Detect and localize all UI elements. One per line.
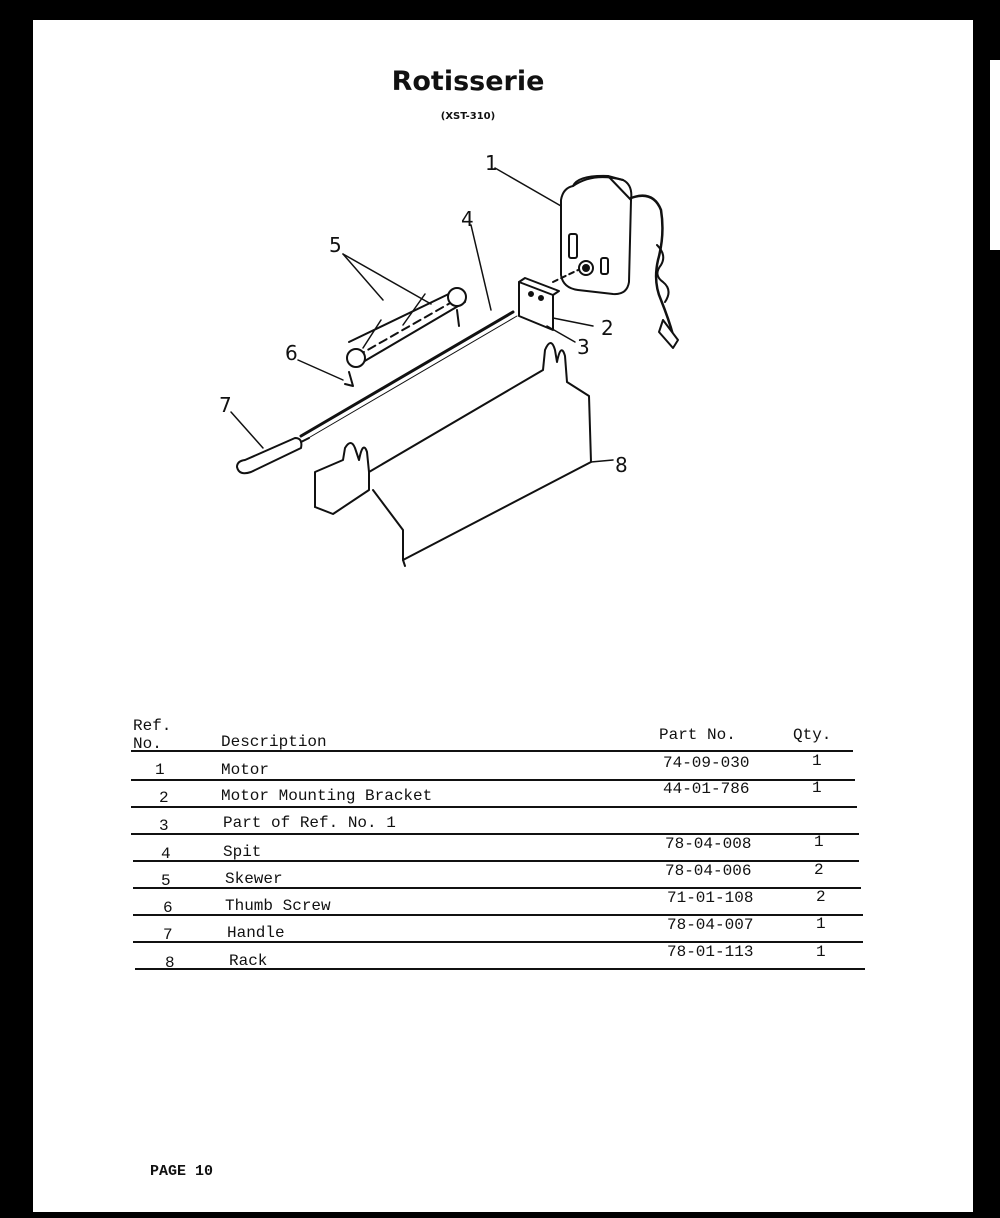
description-header: Description (221, 733, 327, 751)
row-2-rule (131, 806, 857, 808)
row-6-part-no: 71-01-108 (667, 889, 754, 907)
callout-2: 2 (601, 316, 614, 340)
handle-part (236, 437, 310, 475)
row-2-ref: 2 (159, 789, 169, 807)
row-2-part-no: 44-01-786 (663, 780, 750, 798)
row-4-description: Spit (223, 843, 262, 861)
row-7-qty: 1 (816, 915, 826, 933)
row-7-part-no: 78-04-007 (667, 916, 754, 934)
rack-part (314, 342, 614, 567)
row-8-ref: 8 (165, 954, 175, 972)
row-7-description: Handle (227, 924, 285, 942)
header-rule (131, 750, 853, 752)
row-8-rule (135, 968, 865, 970)
callout-8: 8 (615, 453, 628, 477)
row-5-part-no: 78-04-006 (665, 862, 752, 880)
row-4-qty: 1 (814, 833, 824, 851)
row-2-qty: 1 (812, 779, 822, 797)
callout-7: 7 (219, 393, 232, 417)
ref-header-line2: No. (133, 735, 162, 753)
skewer-parts (344, 287, 467, 387)
row-5-qty: 2 (814, 861, 824, 879)
motor-part (560, 174, 679, 349)
callout-1: 1 (485, 151, 498, 175)
spit-part (299, 310, 518, 441)
row-5-rule (133, 887, 861, 889)
callout-5: 5 (329, 233, 342, 257)
row-4-part-no: 78-04-008 (665, 835, 752, 853)
scan-edge-mark (990, 60, 1000, 250)
row-6-qty: 2 (816, 888, 826, 906)
callout-leaders (230, 167, 594, 449)
qty-header: Qty. (793, 726, 832, 744)
row-5-description: Skewer (225, 870, 283, 888)
row-3-ref: 3 (159, 817, 169, 835)
row-8-part-no: 78-01-113 (667, 943, 754, 961)
row-7-rule (133, 941, 863, 943)
callout-3: 3 (577, 335, 590, 359)
row-3-description: Part of Ref. No. 1 (223, 814, 396, 832)
callout-4: 4 (461, 207, 474, 231)
row-2-description: Motor Mounting Bracket (221, 787, 433, 805)
part-no-header: Part No. (659, 726, 736, 744)
row-3-rule (131, 833, 859, 835)
row-6-description: Thumb Screw (225, 897, 331, 915)
row-1-qty: 1 (812, 752, 822, 770)
ref-header-line1: Ref. (133, 717, 172, 735)
row-1-description: Motor (221, 761, 270, 779)
row-8-qty: 1 (816, 943, 826, 961)
page-number: PAGE 10 (150, 1163, 214, 1180)
row-6-rule (133, 914, 863, 916)
exploded-parts-diagram: 1 4 5 6 7 2 3 8 (219, 151, 679, 567)
motor-bracket-part (518, 269, 579, 331)
row-1-ref: 1 (155, 761, 165, 779)
model-number: (XST-310) (440, 111, 496, 122)
row-7-ref: 7 (163, 926, 173, 944)
row-4-ref: 4 (161, 845, 171, 863)
callout-6: 6 (285, 341, 298, 365)
manual-page: Rotisserie (XST-310) (33, 20, 973, 1212)
row-4-rule (133, 860, 859, 862)
row-1-part-no: 74-09-030 (663, 754, 750, 772)
row-6-ref: 6 (163, 899, 173, 917)
row-8-description: Rack (229, 952, 268, 970)
row-1-rule (131, 779, 855, 781)
row-5-ref: 5 (161, 872, 171, 890)
page-title: Rotisserie (391, 66, 545, 97)
